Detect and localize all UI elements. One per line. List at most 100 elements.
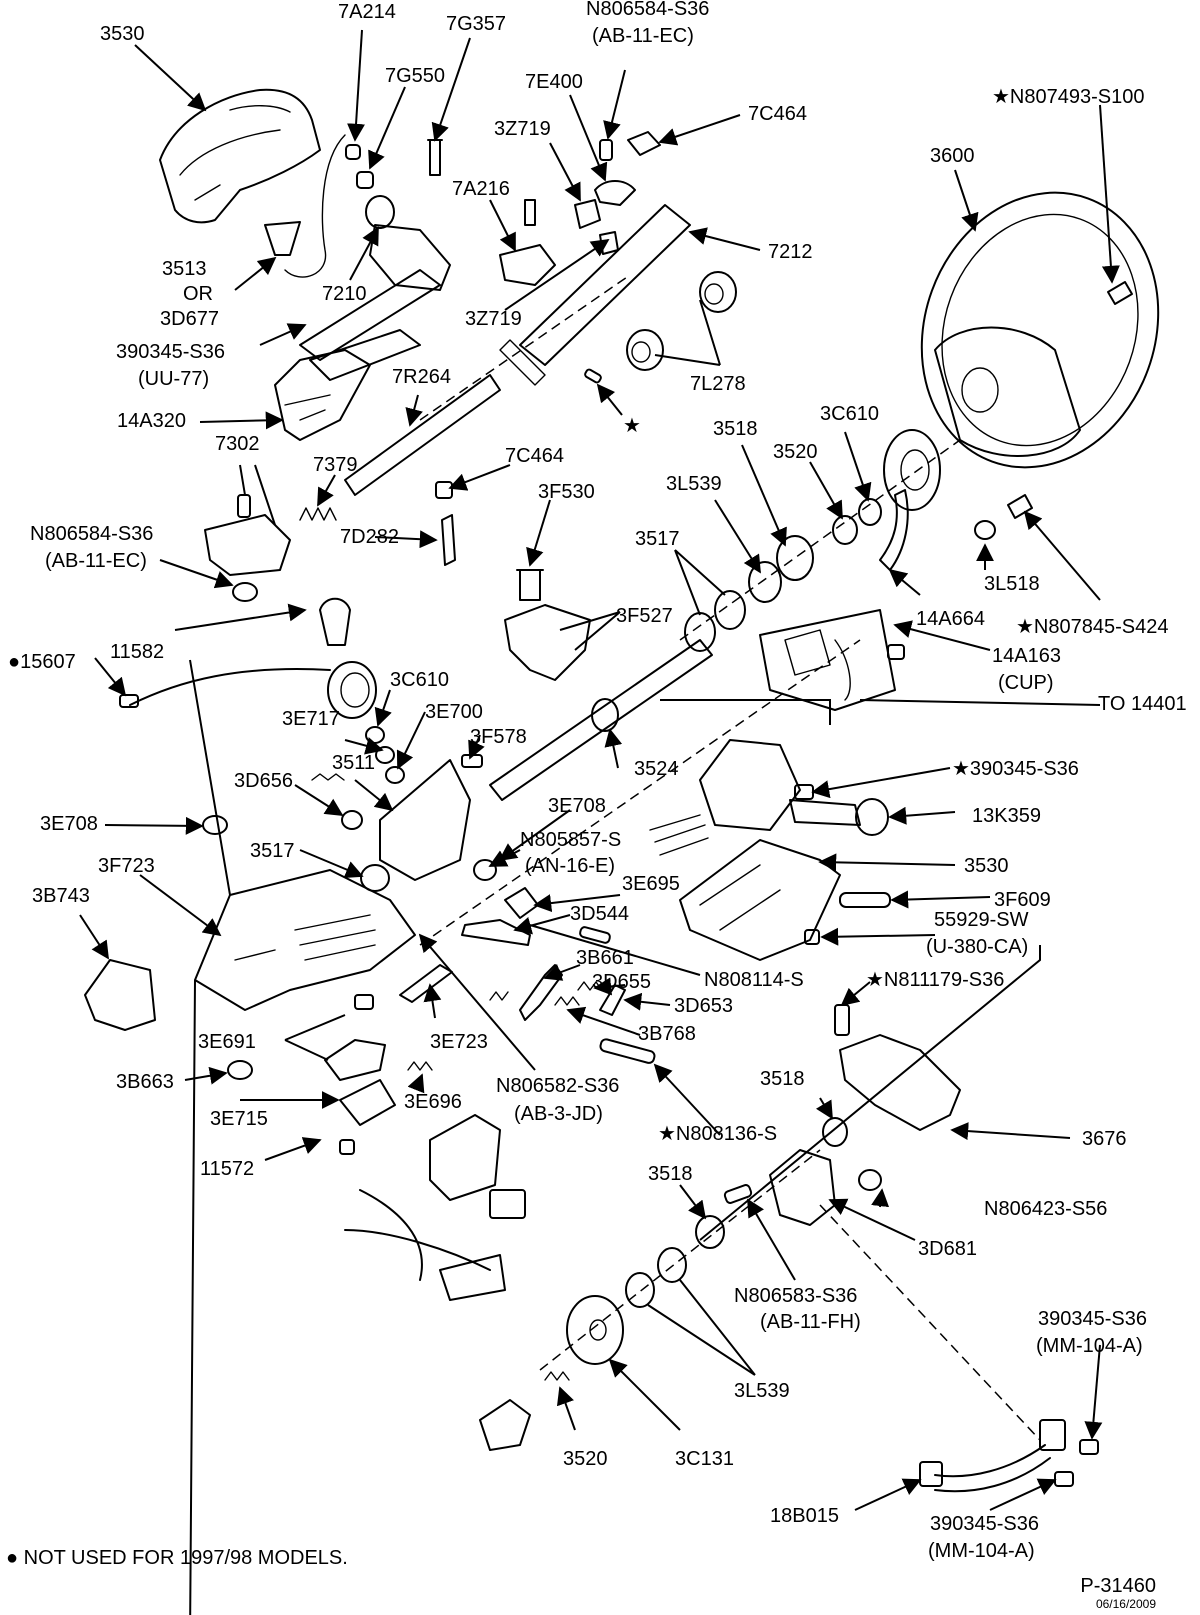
part-3e695 (504, 887, 539, 919)
tube-7212 (519, 204, 691, 366)
callout-3e708-a: 3E708 (40, 813, 98, 835)
callout-ab3jd: (AB-3-JD) (514, 1103, 603, 1125)
footnote: ● NOT USED FOR 1997/98 MODELS. (6, 1547, 348, 1569)
housing-3d681 (769, 1149, 836, 1226)
callout-18b015: 18B015 (770, 1505, 839, 1527)
callout-n808136: ★N808136-S (658, 1123, 777, 1145)
callout-7302: 7302 (215, 433, 260, 455)
callout-n806423: N806423-S56 (984, 1198, 1107, 1220)
screw-14a163 (887, 644, 905, 660)
callout-3f609: 3F609 (994, 889, 1051, 911)
callout-3517-a: 3517 (635, 528, 680, 550)
bushing-7l278-a (699, 271, 737, 313)
shaft-3524-collar (591, 698, 619, 732)
callout-7c464-top: 7C464 (748, 103, 807, 125)
callout-3e691: 3E691 (198, 1031, 256, 1053)
callout-n807845: ★N807845-S424 (1016, 616, 1168, 638)
housing-outline-right (660, 699, 831, 725)
callout-7210: 7210 (322, 283, 367, 305)
lever-arm (299, 269, 441, 361)
wheel-3c131 (566, 1295, 624, 1365)
upper-shroud-3530-detail (179, 105, 291, 201)
switch-13k359-knob (855, 798, 889, 836)
switch-13k359 (699, 739, 801, 831)
bolt-3f578 (461, 754, 483, 768)
screw-11572 (339, 1139, 355, 1155)
figure-reference: P-31460 (1080, 1575, 1156, 1597)
bushing-7l278-b (626, 329, 664, 371)
callout-mm104a-a: (MM-104-A) (1036, 1335, 1143, 1357)
callout-3513: 3513 (162, 258, 207, 280)
part-7210-knob (365, 195, 395, 229)
hub-3c610-a (883, 429, 941, 511)
clip-3513 (264, 221, 301, 256)
callout-3524: 3524 (634, 758, 679, 780)
switch-11572 (429, 1114, 501, 1201)
column-housing-3f723-detail (234, 914, 376, 961)
callout-3c610-b: 3C610 (390, 669, 449, 691)
column-outline (189, 659, 231, 1615)
ring-3c610-small (858, 498, 882, 526)
callout-3d677: 3D677 (160, 308, 219, 330)
callout-3e700: 3E700 (425, 701, 483, 723)
bracket-14a320 (274, 349, 371, 441)
callout-3520-a: 3520 (773, 441, 818, 463)
pin-3f609 (839, 892, 891, 908)
callout-uu77: (UU-77) (138, 368, 209, 390)
callout-n806583: N806583-S36 (734, 1285, 857, 1307)
screw-n811179 (834, 1004, 850, 1036)
centerline-wheel (679, 439, 961, 641)
callout-3520-b: 3520 (563, 1448, 608, 1470)
part-3b743 (84, 959, 156, 1031)
bolt-3f530 (516, 569, 544, 601)
callout-n811179: ★N811179-S36 (866, 969, 1004, 991)
callout-mm104a-b: (MM-104-A) (928, 1540, 1035, 1562)
callout-7a216: 7A216 (452, 178, 510, 200)
pin-n808114 (579, 926, 611, 944)
callout-to14401: TO 14401 (1098, 693, 1187, 715)
nut-3c610-b (365, 726, 385, 744)
bracket-7302 (204, 514, 291, 576)
bolt-n806583 (723, 1184, 753, 1204)
callout-3d544: 3D544 (570, 903, 629, 925)
callout-u380ca: (U-380-CA) (926, 936, 1028, 958)
grommet-3e708-a (202, 815, 228, 835)
callout-3d655: 3D655 (592, 971, 651, 993)
callout-3e715: 3E715 (210, 1108, 268, 1130)
callout-n806584-top: N806584-S36 (586, 0, 709, 20)
callout-3d653: 3D653 (674, 995, 733, 1017)
screw-55929 (804, 929, 820, 945)
part-7c464-mid (435, 481, 453, 499)
connector-18b015-b (1039, 1419, 1066, 1451)
callout-7d282: 7D282 (340, 526, 399, 548)
callout-3f527: 3F527 (616, 605, 673, 627)
part-7g550 (356, 171, 374, 189)
callout-3e708-b: 3E708 (548, 795, 606, 817)
callout-7g357: 7G357 (446, 13, 506, 35)
column-housing-3f723 (194, 869, 416, 1011)
callout-3b768: 3B768 (638, 1023, 696, 1045)
callout-390345-star: ★390345-S36 (952, 758, 1079, 780)
callout-3z719-a: 3Z719 (494, 118, 551, 140)
wheel-hub-bore (961, 367, 999, 413)
cable-7g550 (284, 134, 346, 278)
shaft-7r264 (344, 374, 501, 496)
callout-14a320: 14A320 (117, 410, 186, 432)
bearing-3517-a1 (714, 590, 746, 630)
callout-ab11fh: (AB-11-FH) (760, 1311, 861, 1333)
callout-3530-top: 3530 (100, 23, 145, 45)
steering-wheel-hub (934, 326, 1081, 457)
callout-14a163: 14A163 (992, 645, 1061, 667)
harness-18b015 (934, 1444, 1051, 1493)
connector-group-detail (784, 629, 851, 701)
callout-3z719-b: 3Z719 (465, 308, 522, 330)
callout-n805857: N805857-S (520, 829, 621, 851)
callout-3f578: 3F578 (470, 726, 527, 748)
ring-3l539-b2 (625, 1272, 655, 1308)
callout-3511: 3511 (332, 752, 375, 774)
callout-3b663: 3B663 (116, 1071, 174, 1093)
bearing-3518-b (822, 1117, 848, 1147)
screw-n807493 (1107, 281, 1133, 305)
screw-390345-mm-a (1079, 1439, 1099, 1455)
callout-7212: 7212 (768, 241, 813, 263)
